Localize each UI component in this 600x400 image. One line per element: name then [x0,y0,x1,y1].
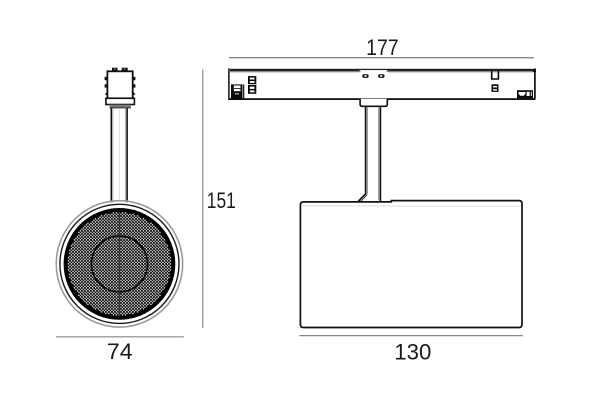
svg-text:177: 177 [366,36,398,60]
svg-text:130: 130 [394,339,431,364]
svg-text:74: 74 [107,339,133,363]
svg-text:151: 151 [207,189,236,213]
